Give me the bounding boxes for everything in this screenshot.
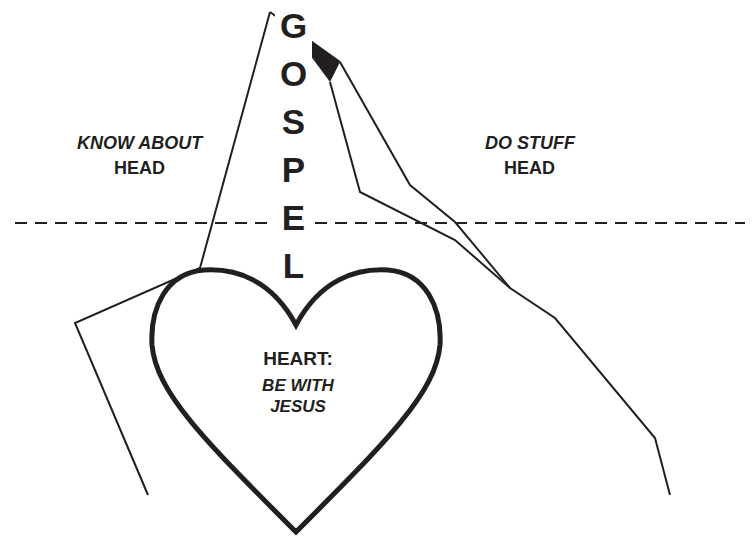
heart-heading: HEART: xyxy=(243,347,353,371)
iceberg-ridge xyxy=(330,82,510,288)
heart-shape: HEART: BE WITH JESUS xyxy=(145,262,450,542)
region-label: KNOW ABOUT xyxy=(77,133,202,154)
heart-body: BE WITH JESUS xyxy=(243,375,353,418)
heart-text-holder: HEART: BE WITH JESUS xyxy=(243,347,353,417)
water-line xyxy=(15,222,745,224)
region-label: HEAD xyxy=(114,158,165,179)
vertical-word: GOSPEL xyxy=(275,2,312,290)
region-label: DO STUFF xyxy=(485,133,575,154)
heart-path xyxy=(152,270,440,532)
region-label: HEAD xyxy=(504,158,555,179)
